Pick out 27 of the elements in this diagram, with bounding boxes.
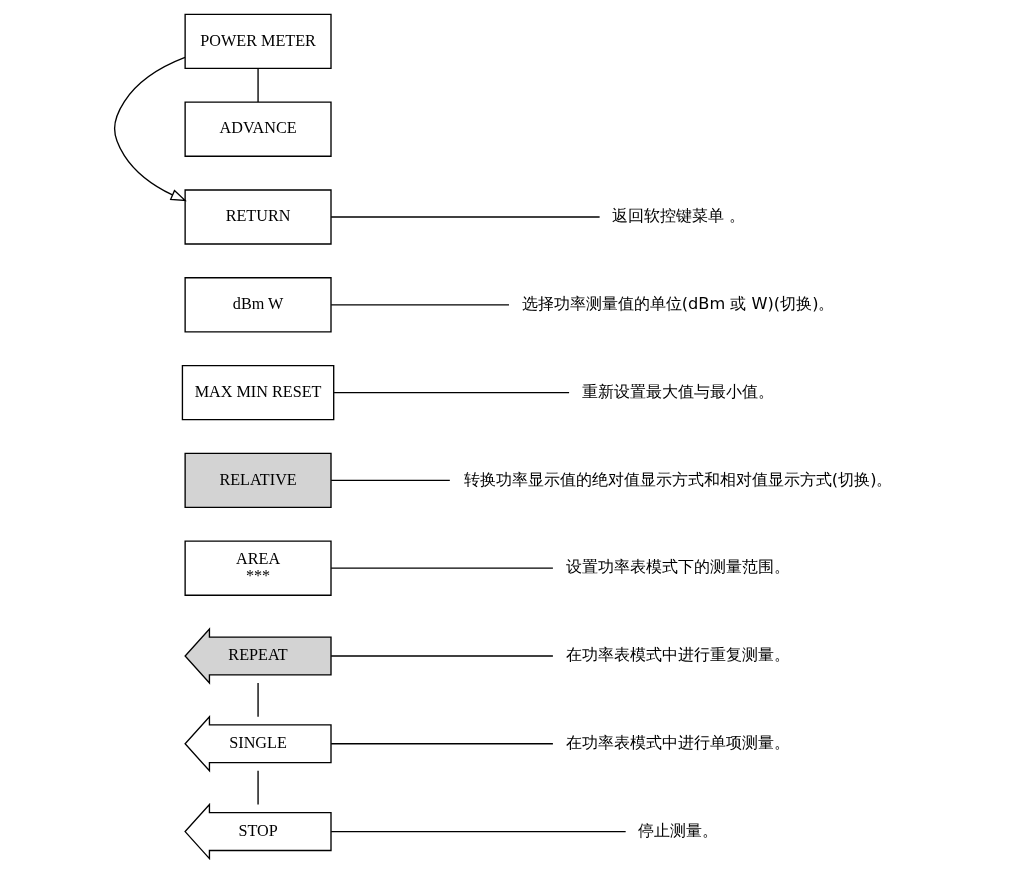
node-box: AREA ***: [184, 540, 332, 596]
node-text: 选择功率测量值的单位(dBm 或 W)(切换)。: [521, 293, 835, 313]
node-box: POWER METER: [184, 13, 332, 69]
connector: [257, 769, 259, 805]
connector: [257, 67, 259, 103]
connector: [330, 303, 510, 305]
node-box: MAX MIN RESET: [181, 364, 335, 420]
node-text: 停止测量。: [638, 820, 719, 840]
node-text: 转换功率显示值的绝对值显示方式和相对值显示方式(切换)。: [463, 469, 893, 489]
connector: [330, 215, 601, 218]
node-text: 返回软控键菜单 。: [611, 205, 745, 225]
arrow: [113, 56, 187, 201]
connector: [330, 742, 554, 744]
connector: [257, 681, 259, 717]
node-box: ADVANCE: [184, 101, 332, 157]
node-box: RETURN: [184, 188, 332, 245]
connector: [330, 830, 627, 832]
connector: [330, 567, 554, 569]
node-text: 在功率表模式中进行单项测量。: [566, 732, 791, 752]
connector: [333, 391, 570, 393]
connector: [330, 479, 451, 481]
node-box: dBm W: [184, 276, 332, 332]
node-box: RELATIVE: [184, 452, 332, 508]
node-text: 在功率表模式中进行重复测量。: [566, 644, 791, 664]
connector: [330, 654, 554, 657]
node-text: 重新设置最大值与最小值。: [582, 381, 775, 401]
node-text: 设置功率表模式下的测量范围。: [566, 556, 791, 576]
